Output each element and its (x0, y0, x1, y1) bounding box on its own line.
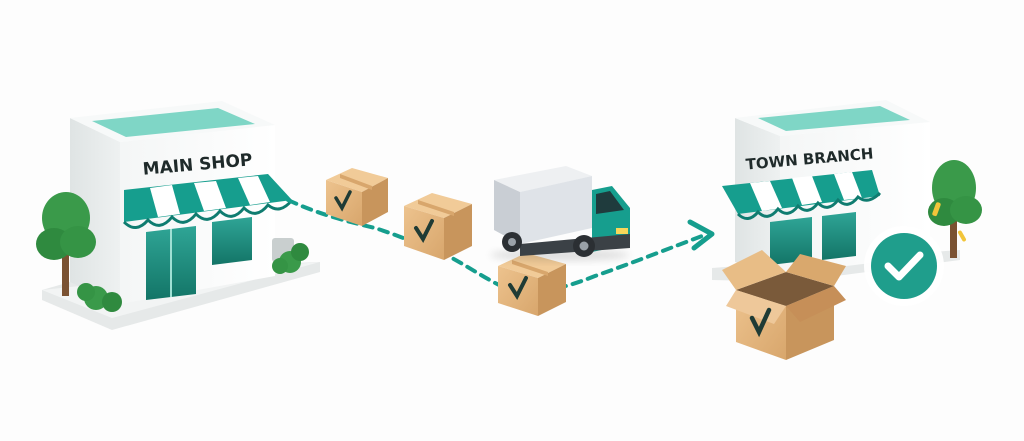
route-arrow-icon (687, 219, 715, 251)
open-parcel-flap (786, 254, 846, 286)
parcel-logo-icon (414, 219, 434, 244)
delivery-truck (490, 166, 630, 261)
dashed-route-line (286, 198, 704, 294)
branch-shop-awning (722, 170, 882, 220)
parcel-1 (326, 168, 388, 226)
main-shop-bushes (77, 243, 309, 312)
parcel-logo-icon (749, 307, 772, 338)
delivered-badge (864, 226, 944, 306)
branch-shop-window (770, 217, 812, 265)
open-parcel-flap (722, 250, 786, 290)
confetti (932, 202, 966, 242)
parcel-logo-icon (334, 190, 352, 212)
branch-shop-roof-glass (758, 106, 910, 131)
shipment-route (286, 198, 715, 294)
branch-shop-door (822, 212, 856, 260)
main-shop-window (212, 217, 252, 265)
parcel-2 (404, 193, 472, 260)
open-parcel-flap (786, 286, 846, 322)
parcel-3 (498, 253, 566, 316)
open-parcel (722, 250, 846, 360)
open-parcel-flap (726, 290, 786, 324)
truck-cargo-box (494, 166, 592, 192)
main-shop-awning (122, 174, 294, 229)
check-icon (884, 251, 924, 281)
parcel-logo-icon (508, 276, 528, 301)
main-shop-roof-glass (92, 108, 255, 137)
main-shop-tree (36, 192, 96, 296)
main-shop-side-wall (70, 118, 120, 304)
main-shop: MAIN SHOP (36, 101, 320, 330)
